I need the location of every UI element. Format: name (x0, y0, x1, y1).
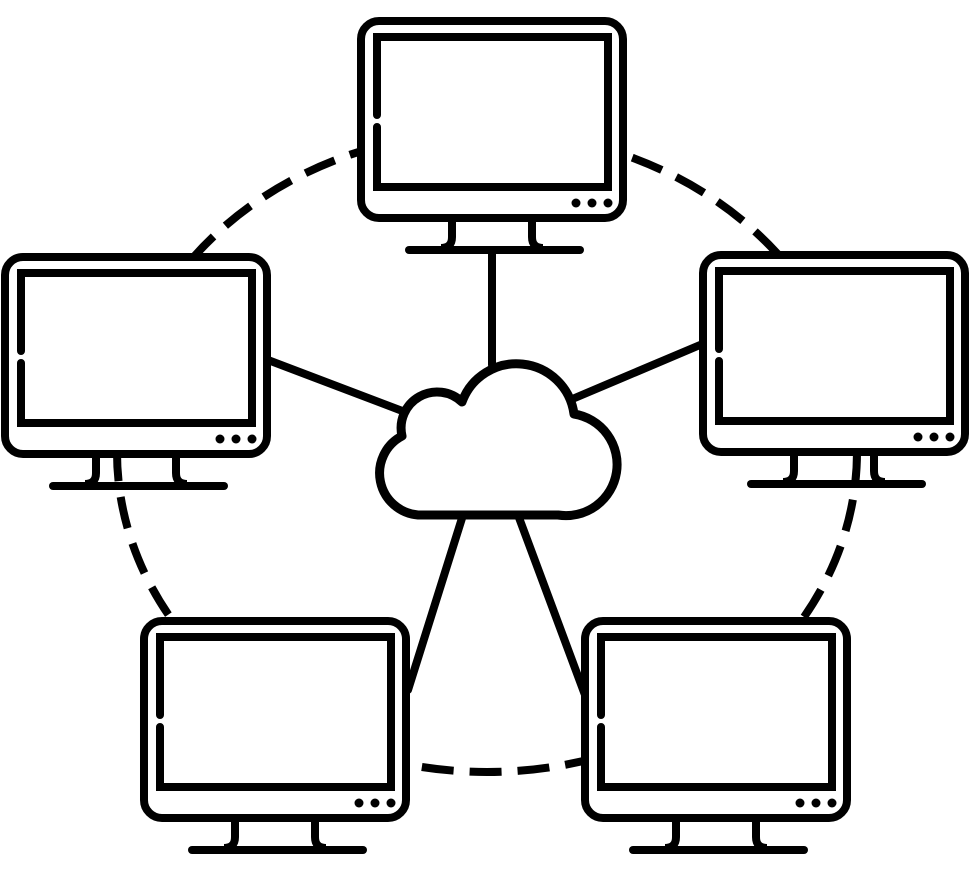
cloud-icon (375, 359, 622, 521)
link-right (566, 341, 704, 404)
monitor-icon-top (361, 21, 623, 250)
monitor-icon-bottom-right (585, 621, 847, 850)
link-bottom-left (404, 511, 467, 694)
monitor-icon-bottom-left (144, 621, 406, 850)
monitor-icon-left (5, 257, 267, 486)
link-left (264, 356, 409, 416)
connection-lines (264, 246, 704, 699)
link-bottom-right (514, 511, 589, 699)
monitor-icon-right (703, 255, 965, 484)
